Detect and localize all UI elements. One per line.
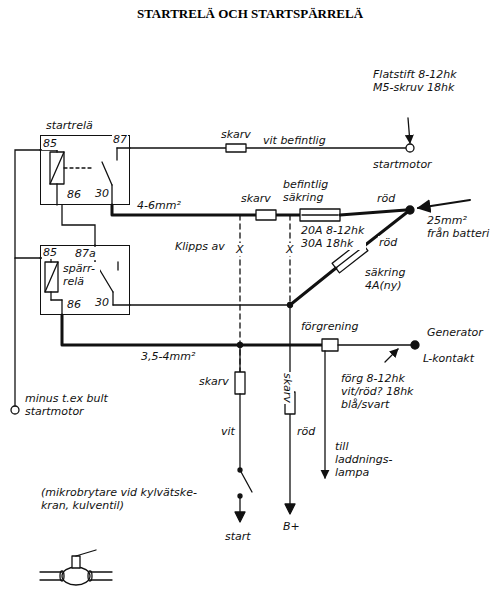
splice bbox=[226, 144, 246, 152]
thick-wire bbox=[340, 210, 406, 215]
relay-name: startrelä bbox=[45, 119, 94, 132]
splice bbox=[256, 210, 276, 220]
battery-cable bbox=[418, 200, 470, 208]
splice-label: skarv bbox=[198, 375, 230, 388]
coil-diagonal bbox=[45, 262, 58, 292]
coil-lead bbox=[50, 292, 51, 300]
wire-color: röd bbox=[296, 425, 316, 438]
relay-name: spärr-relä bbox=[62, 262, 100, 288]
wire-label: vit befintlig bbox=[262, 134, 327, 147]
relay-wire bbox=[62, 205, 95, 245]
switch-blade bbox=[240, 470, 252, 492]
white-wire bbox=[130, 147, 406, 148]
switch-contact bbox=[238, 468, 242, 472]
generator-wire bbox=[338, 344, 411, 345]
wire-size: 3,5-4mm² bbox=[140, 350, 196, 363]
thick-wire bbox=[62, 315, 322, 345]
note: Klipps av bbox=[174, 240, 226, 253]
wire-size: 4-6mm² bbox=[136, 199, 182, 212]
title: STARTRELÄ OCH STARTSPÄRRELÄ bbox=[0, 6, 500, 22]
leader-line bbox=[385, 349, 398, 362]
part-name: Generator bbox=[426, 326, 484, 339]
fuse-label: säkring 4A(ny) bbox=[364, 266, 422, 292]
coil-diagonal bbox=[50, 152, 64, 184]
valve-sketch bbox=[40, 550, 112, 585]
splice-label: skarv bbox=[281, 372, 294, 404]
fuse-element bbox=[302, 214, 338, 215]
switch-contact bbox=[238, 494, 242, 498]
wire-color: röd bbox=[378, 236, 398, 249]
cut-wire bbox=[289, 215, 290, 305]
fuse bbox=[300, 209, 340, 221]
pin-number: 87a bbox=[74, 247, 97, 260]
pin-number: 86 bbox=[66, 298, 82, 311]
wire-note: förg 8-12hk vit/röd? 18hk blå/svart bbox=[340, 372, 428, 411]
fuse-element bbox=[337, 247, 362, 267]
fuse-rating: 20A 8-12hk 30A 18hk bbox=[300, 224, 366, 250]
pin-number: 85 bbox=[42, 246, 58, 259]
flat-pin-terminal bbox=[406, 144, 414, 152]
white-wire bbox=[239, 496, 240, 514]
coil-lead bbox=[51, 299, 62, 300]
junction bbox=[238, 343, 243, 348]
pin-number: 30 bbox=[94, 296, 110, 309]
lamp-wire bbox=[324, 351, 325, 478]
relay-contact bbox=[116, 148, 117, 160]
part-name: startmotor bbox=[372, 158, 433, 171]
relay-contact bbox=[111, 185, 112, 205]
relay-coil bbox=[45, 262, 58, 292]
pin-number: 85 bbox=[42, 137, 58, 150]
pin-number: 86 bbox=[66, 188, 82, 201]
relay-wire bbox=[15, 150, 40, 258]
cut-mark: X bbox=[285, 243, 295, 256]
wire bbox=[130, 304, 290, 305]
bplus-terminal bbox=[285, 504, 295, 514]
relay-linkage bbox=[64, 167, 92, 168]
branch-connector bbox=[322, 339, 338, 351]
ground-wire bbox=[14, 258, 15, 406]
switch-note: (mikrobrytare vid kylvätske-kran, kulven… bbox=[40, 486, 202, 512]
generator-terminal bbox=[411, 341, 419, 349]
splice-label: skarv bbox=[240, 192, 272, 205]
coil-lead bbox=[56, 184, 57, 205]
wire-color: vit bbox=[220, 425, 236, 438]
terminal-name: start bbox=[224, 530, 252, 543]
terminal-note: Flatstift 8-12hk M5-skruv 18hk bbox=[372, 68, 458, 94]
part-name: förgrening bbox=[300, 320, 359, 333]
terminal-name: B+ bbox=[282, 520, 301, 533]
cut-wire bbox=[239, 215, 240, 372]
cut-mark: X bbox=[235, 243, 245, 256]
splice-label: skarv bbox=[220, 128, 252, 141]
splice bbox=[235, 372, 245, 394]
white-wire bbox=[239, 394, 240, 470]
pin-number: 87 bbox=[112, 133, 128, 146]
red-wire bbox=[290, 268, 336, 305]
leader-line bbox=[408, 118, 410, 143]
start-terminal bbox=[235, 512, 245, 522]
wire-color: röd bbox=[376, 192, 396, 205]
relay-contact bbox=[117, 147, 130, 148]
white-wire bbox=[239, 345, 240, 372]
wire-note: 25mm² från batteri bbox=[426, 214, 492, 240]
terminal-name: L-kontakt bbox=[422, 352, 475, 365]
note: till laddnings-lampa bbox=[334, 440, 400, 479]
fuse-label: befintlig säkring bbox=[282, 178, 342, 204]
relay-contact bbox=[113, 304, 130, 305]
relay-coil bbox=[50, 152, 64, 184]
ground-note: minus t.ex bult startmotor bbox=[24, 392, 126, 418]
ground-terminal bbox=[11, 406, 19, 414]
relay-contact bbox=[102, 162, 112, 185]
relay-contact bbox=[112, 292, 113, 305]
pin-number: 30 bbox=[94, 187, 110, 200]
coil-lead bbox=[61, 300, 62, 315]
relay-contact bbox=[117, 262, 118, 270]
